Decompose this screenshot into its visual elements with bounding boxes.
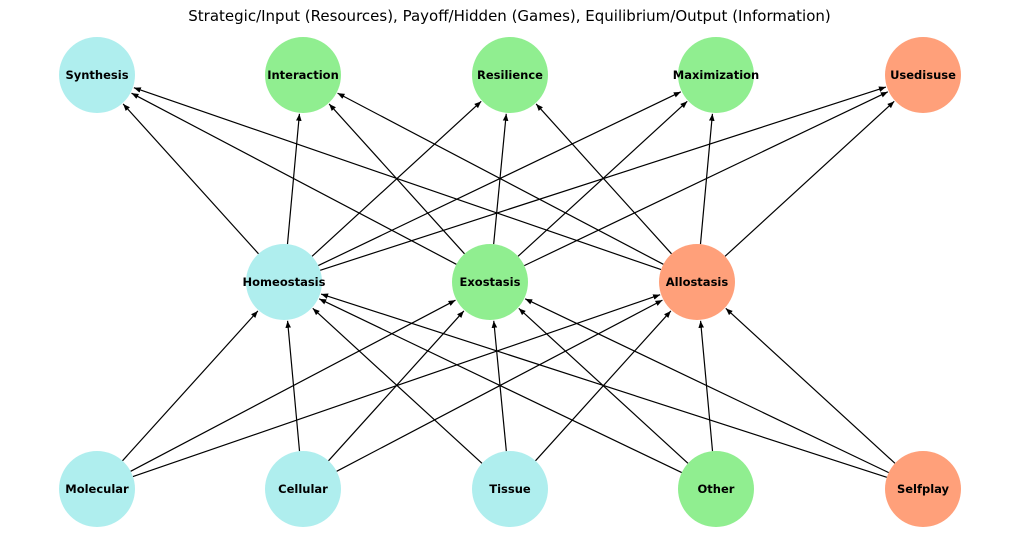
node-circle-cellular (265, 451, 341, 527)
edge-allostasis-to-maximization (699, 113, 715, 245)
edges-group (122, 86, 896, 478)
nodes-group: Synthesis Interaction Resilience Maximizati… (59, 37, 961, 527)
edge-allostasis-to-synthesis (133, 87, 662, 271)
node-cellular: Cellular (265, 451, 341, 527)
edge-allostasis-to-resilience (535, 103, 672, 255)
node-label-homeostasis: Homeostasis (243, 275, 326, 289)
diagram-title: Strategic/Input (Resources), Payoff/Hidd… (188, 7, 831, 25)
node-label-other: Other (698, 482, 735, 496)
node-circle-interaction (265, 37, 341, 113)
node-molecular: Molecular (59, 451, 135, 527)
edge-other-to-homeostasis (318, 298, 682, 474)
node-tissue: Tissue (472, 451, 548, 527)
node-label-tissue: Tissue (489, 482, 531, 496)
edge-allostasis-to-usedisuse (724, 100, 895, 257)
node-label-interaction: Interaction (267, 68, 339, 82)
node-label-usedisuse: Usedisuse (890, 68, 956, 82)
node-resilience: Resilience (472, 37, 548, 113)
node-label-allostasis: Allostasis (666, 275, 729, 289)
edge-selfplay-to-homeostasis (320, 293, 888, 478)
edge-cellular-to-homeostasis (285, 320, 301, 452)
node-circle-allostasis (659, 244, 735, 320)
node-circle-usedisuse (885, 37, 961, 113)
node-allostasis: Allostasis (659, 244, 735, 320)
node-circle-molecular (59, 451, 135, 527)
edge-tissue-to-homeostasis (312, 307, 483, 464)
node-other: Other (678, 451, 754, 527)
node-exostasis: Exostasis (452, 244, 528, 320)
edge-selfplay-to-allostasis (725, 307, 896, 464)
node-label-cellular: Cellular (278, 482, 328, 496)
node-synthesis: Synthesis (59, 37, 135, 113)
node-circle-tissue (472, 451, 548, 527)
node-circle-selfplay (885, 451, 961, 527)
node-maximization: Maximization (673, 37, 759, 113)
node-label-molecular: Molecular (65, 482, 129, 496)
node-circle-resilience (472, 37, 548, 113)
node-label-exostasis: Exostasis (460, 275, 521, 289)
edge-selfplay-to-exostasis (524, 298, 889, 474)
edge-molecular-to-homeostasis (122, 310, 259, 462)
edge-allostasis-to-interaction (337, 92, 664, 265)
node-circle-maximization (678, 37, 754, 113)
node-label-resilience: Resilience (477, 68, 543, 82)
node-label-selfplay: Selfplay (897, 482, 950, 496)
node-selfplay: Selfplay (885, 451, 961, 527)
node-label-maximization: Maximization (673, 68, 759, 82)
node-homeostasis: Homeostasis (243, 244, 326, 320)
node-circle-homeostasis (246, 244, 322, 320)
edge-homeostasis-to-synthesis (122, 103, 259, 255)
node-label-synthesis: Synthesis (65, 68, 128, 82)
edge-cellular-to-exostasis (328, 310, 465, 462)
node-usedisuse: Usedisuse (885, 37, 961, 113)
node-circle-other (678, 451, 754, 527)
node-circle-synthesis (59, 37, 135, 113)
edge-exostasis-to-synthesis (131, 92, 457, 265)
node-circle-exostasis (452, 244, 528, 320)
node-interaction: Interaction (265, 37, 341, 113)
